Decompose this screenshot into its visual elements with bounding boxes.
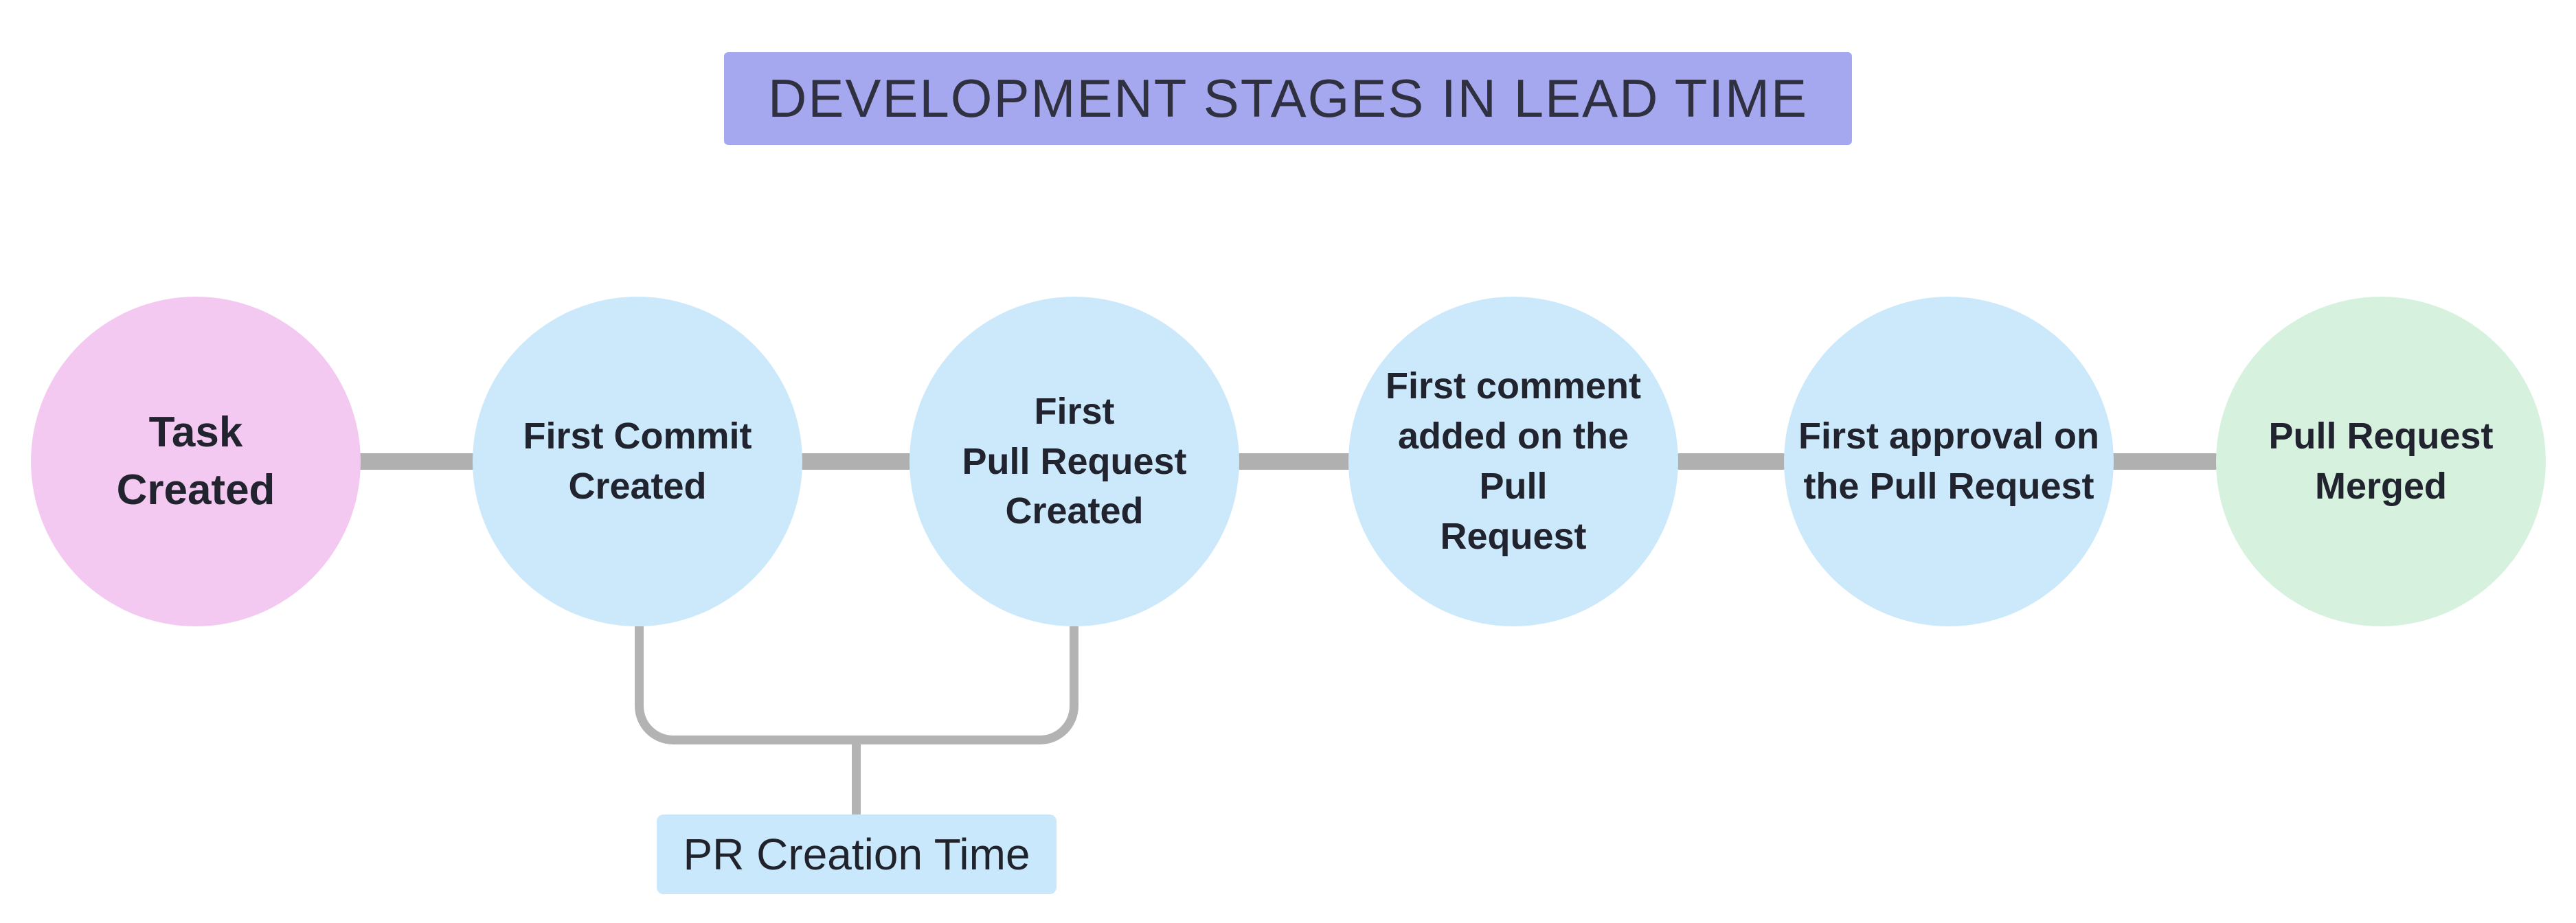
stage-label-first-commit-created: First Commit Created (523, 415, 752, 507)
stage-label-first-pull-request-created: First Pull Request Created (962, 390, 1187, 532)
diagram-title: DEVELOPMENT STAGES IN LEAD TIME (723, 52, 1853, 145)
stage-node-first-comment-added: First comment added on the Pull Request (1348, 297, 1678, 626)
pr-creation-time-label: PR Creation Time (657, 814, 1057, 894)
stage-label-task-created: Task Created (116, 409, 275, 514)
pr-creation-time-bracket (635, 626, 1078, 744)
stage-label-first-approval: First approval on the Pull Request (1798, 415, 2100, 507)
stage-node-first-commit-created: First Commit Created (473, 297, 802, 626)
stage-node-first-pull-request-created: First Pull Request Created (909, 297, 1239, 626)
stage-label-first-comment-added: First comment added on the Pull Request (1385, 365, 1642, 557)
stage-label-pull-request-merged: Pull Request Merged (2268, 415, 2494, 507)
stage-node-first-approval: First approval on the Pull Request (1784, 297, 2114, 626)
stage-node-task-created: Task Created (31, 297, 361, 626)
pr-creation-time-bracket-stem (852, 743, 861, 814)
stage-node-pull-request-merged: Pull Request Merged (2216, 297, 2546, 626)
